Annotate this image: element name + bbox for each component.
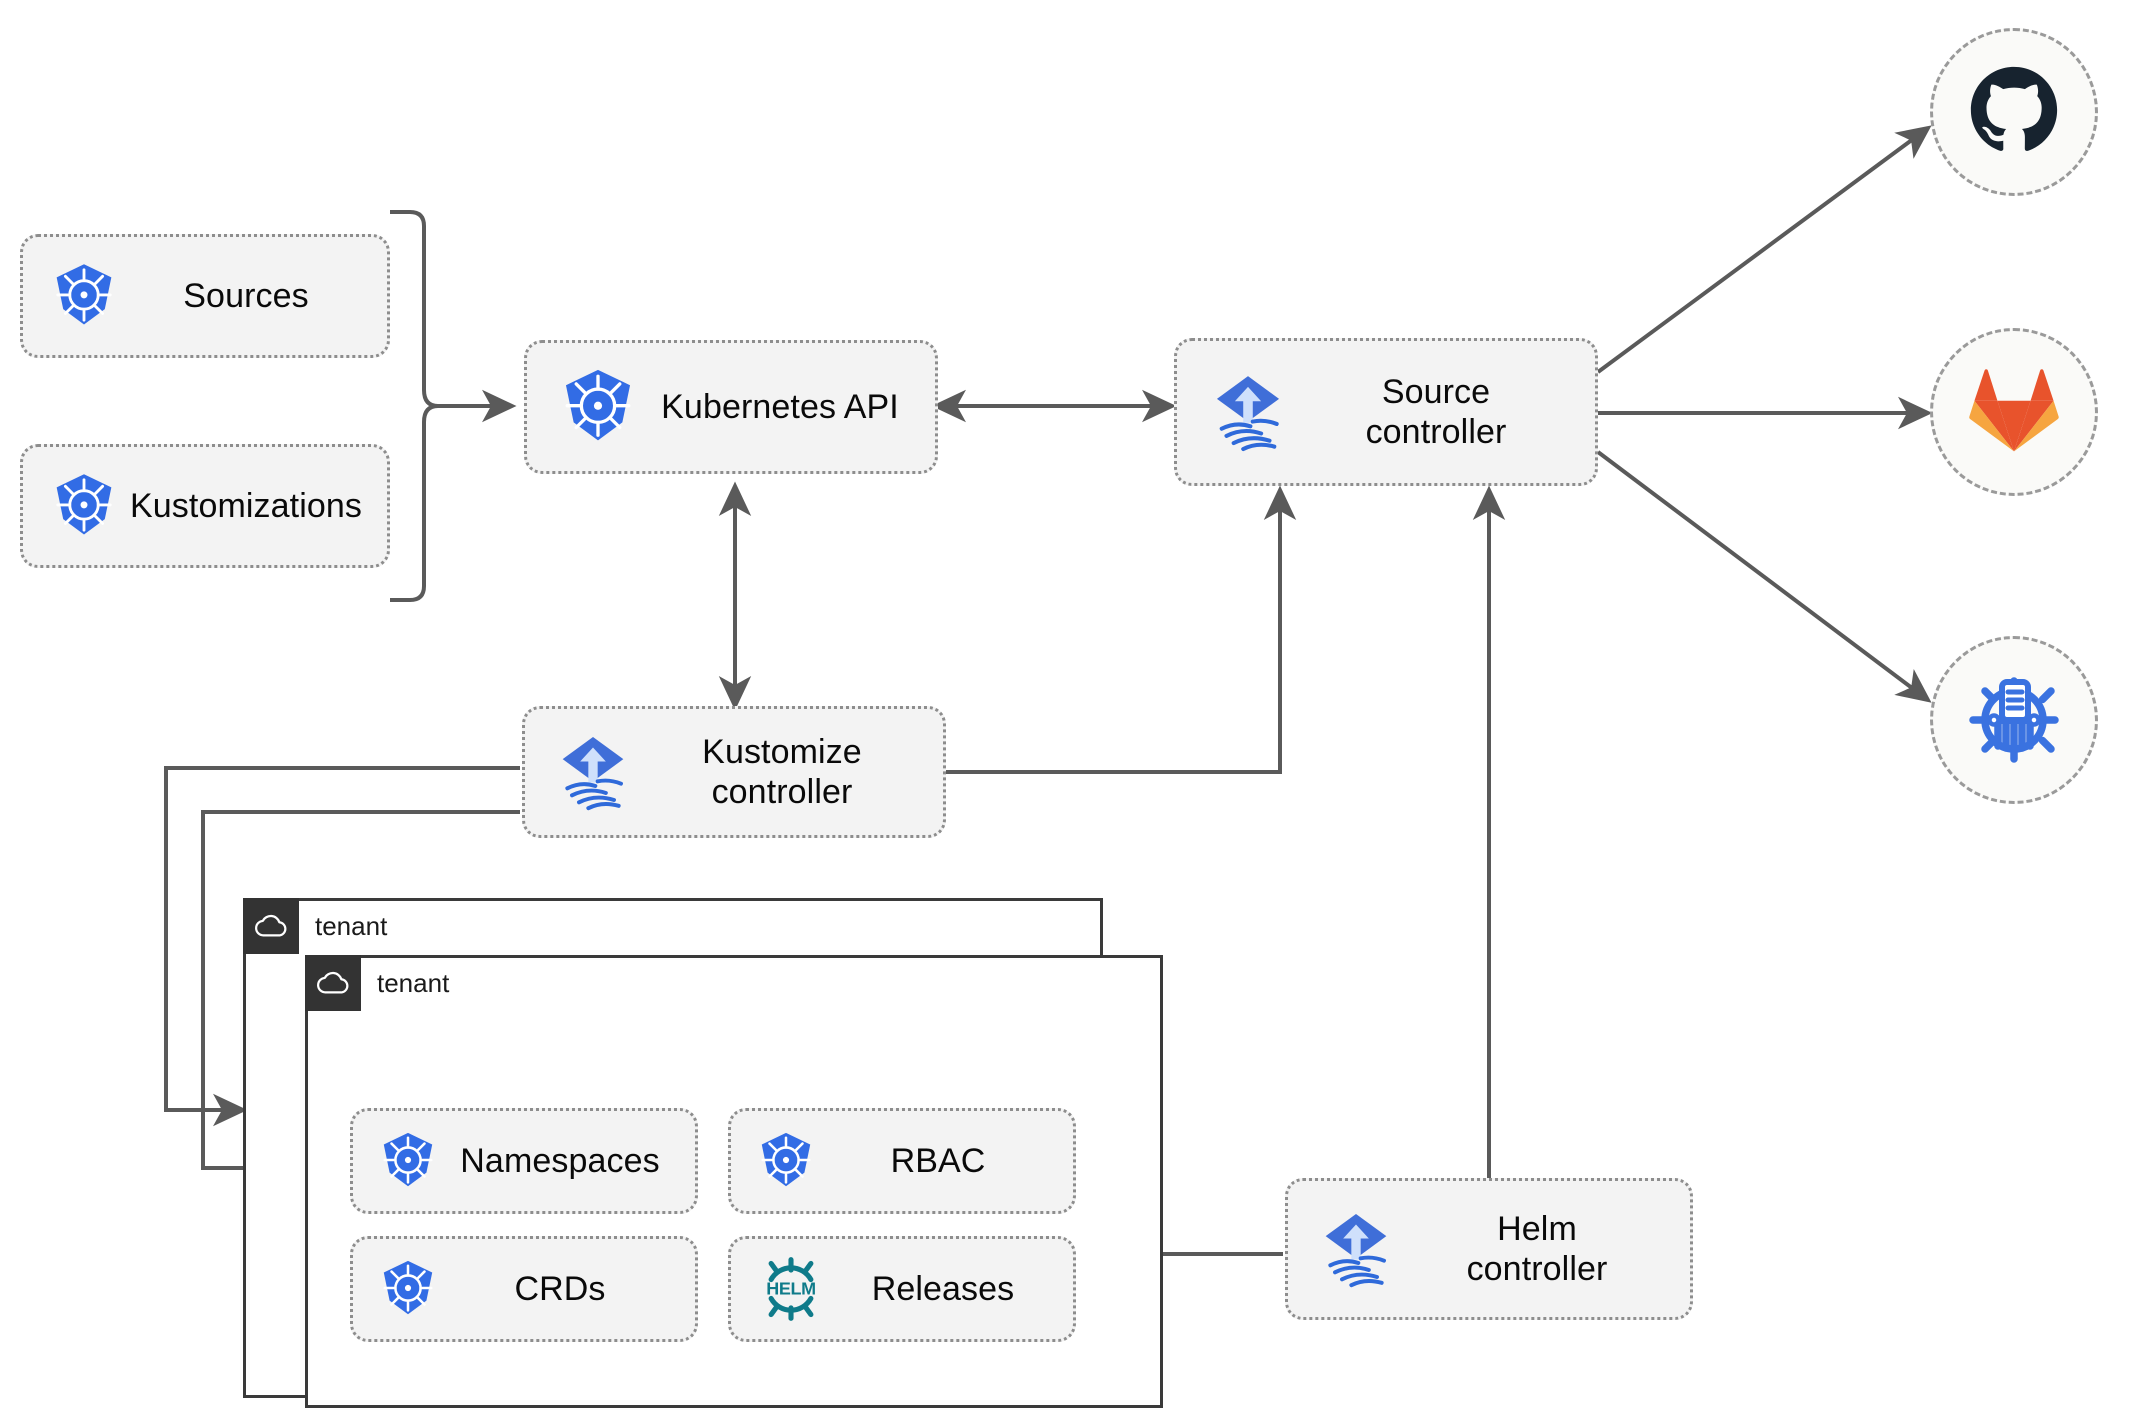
provider-helm-repository[interactable]	[1930, 636, 2098, 804]
tenant-label: tenant	[315, 910, 388, 941]
edge-source-to-github	[1596, 125, 1932, 374]
flux-icon	[551, 730, 635, 814]
tenant-resources: Namespaces	[350, 1108, 1076, 1342]
tenant-inner[interactable]: tenant	[305, 955, 1163, 1408]
node-label: RBAC	[890, 1141, 986, 1180]
tenant-label: tenant	[377, 967, 450, 998]
node-helm-controller[interactable]: Helm controller	[1285, 1178, 1693, 1320]
kubernetes-icon	[377, 1258, 439, 1320]
tenant-header: tenant	[243, 898, 387, 954]
cloud-icon	[305, 955, 361, 1011]
node-label: Helm controller	[1466, 1209, 1608, 1288]
edge-source-to-helm-repository	[1596, 450, 1932, 703]
kubernetes-icon	[49, 261, 119, 331]
svg-text:HELM: HELM	[766, 1279, 815, 1299]
node-label: CRDs	[514, 1269, 606, 1308]
helm-repository-icon	[1964, 668, 2064, 773]
node-sources[interactable]: Sources	[20, 234, 390, 358]
kubernetes-icon	[755, 1130, 817, 1192]
node-kubernetes-api[interactable]: Kubernetes API	[524, 340, 938, 474]
node-label: Kustomize controller	[702, 732, 862, 811]
kubernetes-icon	[557, 366, 639, 448]
node-source-controller[interactable]: Source controller	[1174, 338, 1598, 486]
kubernetes-icon	[377, 1130, 439, 1192]
node-kustomize-controller[interactable]: Kustomize controller	[522, 706, 946, 838]
node-label: Kubernetes API	[661, 387, 899, 426]
tenant-header: tenant	[305, 955, 449, 1011]
helm-icon: HELM	[755, 1254, 827, 1324]
resource-cell: CRDs	[350, 1236, 698, 1342]
node-label: Source controller	[1365, 372, 1507, 451]
edge-kustomize-to-source-controller	[938, 485, 1297, 774]
resource-cell: RBAC	[728, 1108, 1076, 1214]
node-crds[interactable]: CRDs	[350, 1236, 698, 1342]
node-label: Kustomizations	[130, 486, 362, 525]
node-label: Sources	[183, 276, 309, 315]
github-icon	[1965, 61, 2063, 164]
provider-github[interactable]	[1930, 28, 2098, 196]
cloud-icon	[243, 898, 299, 954]
resource-cell: HELM Releases	[728, 1236, 1076, 1342]
node-rbac[interactable]: RBAC	[728, 1108, 1076, 1214]
node-label: Releases	[871, 1269, 1015, 1308]
kubernetes-icon	[49, 471, 119, 541]
node-namespaces[interactable]: Namespaces	[350, 1108, 698, 1214]
provider-gitlab[interactable]	[1930, 328, 2098, 496]
resource-cell: Namespaces	[350, 1108, 698, 1214]
edge-inputs-bracket	[390, 210, 439, 602]
flux-icon	[1205, 369, 1291, 455]
node-label: Namespaces	[460, 1141, 660, 1180]
node-kustomizations[interactable]: Kustomizations	[20, 444, 390, 568]
gitlab-icon	[1968, 366, 2060, 459]
node-releases[interactable]: HELM Releases	[728, 1236, 1076, 1342]
flux-icon	[1314, 1207, 1398, 1291]
